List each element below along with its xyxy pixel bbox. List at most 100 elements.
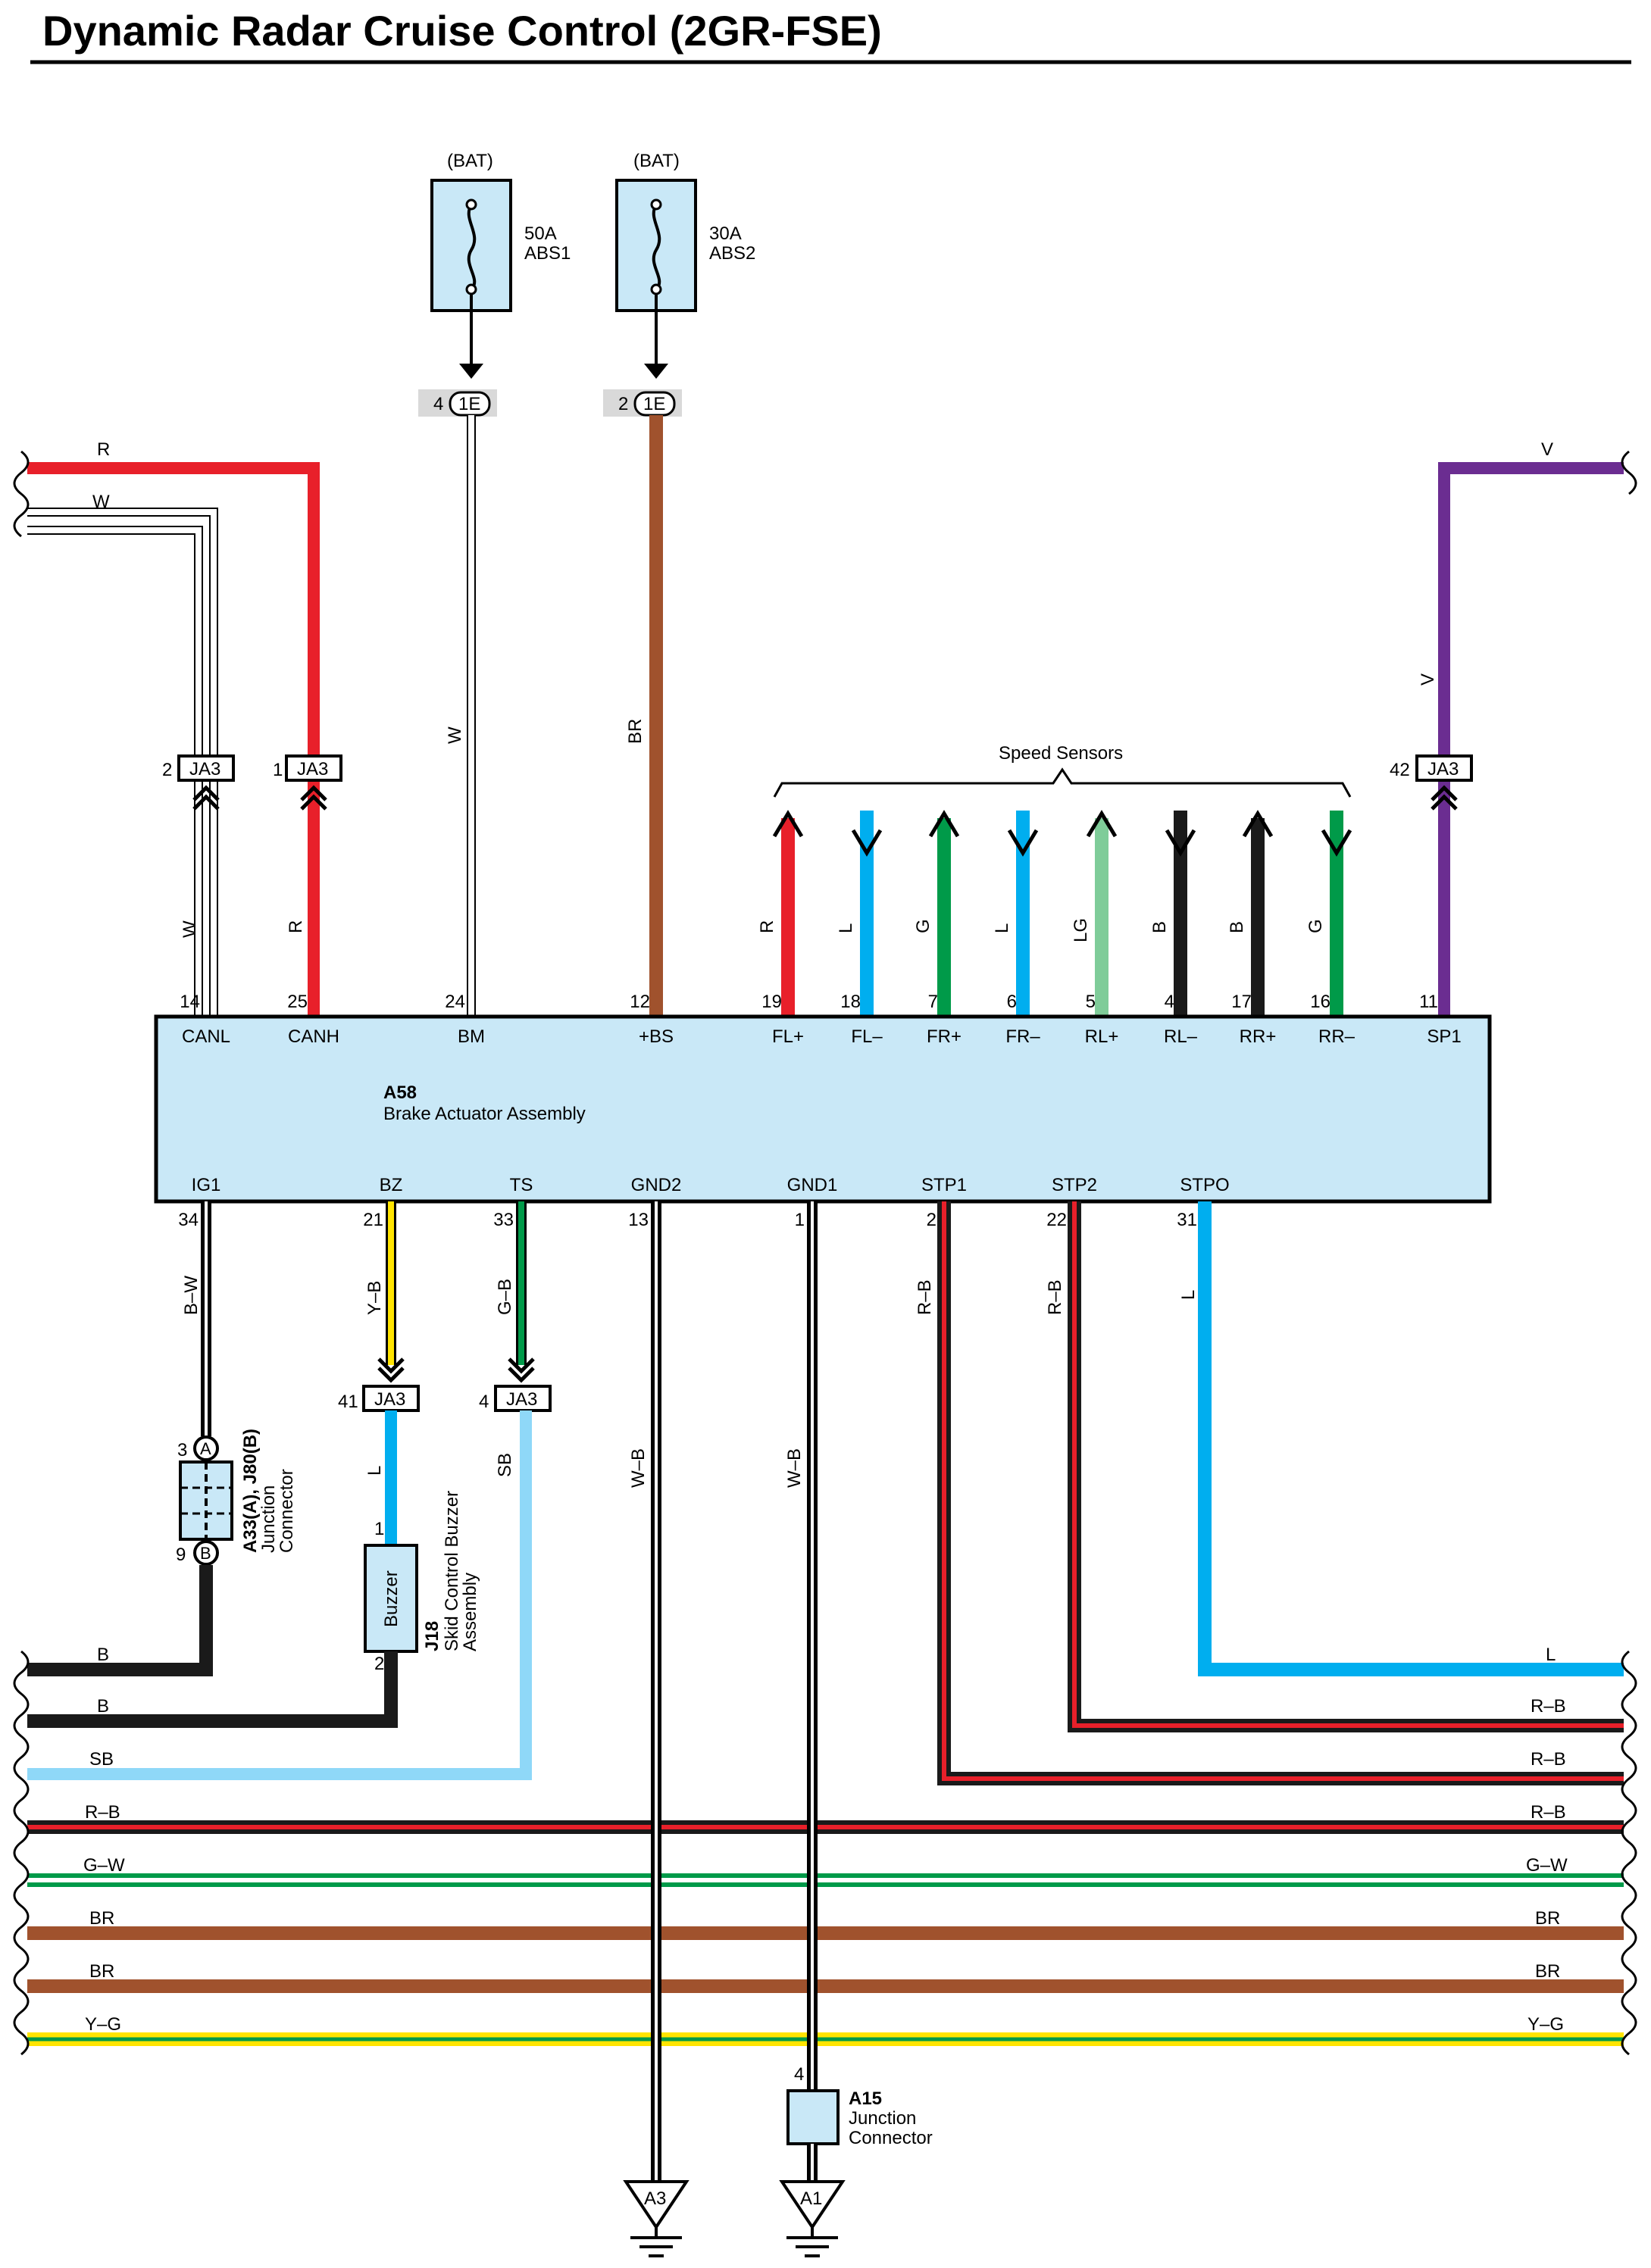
- ground-label: A1: [800, 2188, 822, 2209]
- wire-stp1: R–B: [915, 1201, 1624, 1785]
- arrow-up-icon: [928, 810, 960, 838]
- ecu-a58: A58 Brake Actuator Assembly 14CANL25CANH…: [154, 992, 1492, 1230]
- ecu-top-pins: 14CANL25CANH24BM12+BS19FL+18FL–7FR+6FR–5…: [180, 992, 1461, 1047]
- bus-label-left: BR: [89, 1961, 114, 1982]
- pin-number: 7: [928, 992, 938, 1012]
- pin-number: 16: [1310, 992, 1330, 1012]
- arrow-down-icon: [644, 364, 668, 379]
- ground-label: A3: [644, 2188, 666, 2209]
- ja3-pin: 41: [338, 1392, 358, 1412]
- wire-label: L: [364, 1466, 385, 1476]
- junction-id: A33(A), J80(B): [240, 1429, 261, 1553]
- right-top-wire: V V: [1418, 439, 1637, 1017]
- wire-break-mark: [1621, 450, 1637, 495]
- wire-ts: G–B 4 JA3 SB: [27, 1201, 552, 1780]
- pin-number: 4: [1165, 992, 1174, 1012]
- fuse-abs1: (BAT) 50A ABS1 4 1E W: [418, 151, 571, 1017]
- buzzer-name: Skid Control Buzzer: [442, 1491, 462, 1651]
- pin-number: 5: [1086, 992, 1096, 1012]
- pin-number: 33: [493, 1210, 514, 1230]
- junction-name: Junction: [258, 1485, 279, 1553]
- wire-label-canh: R: [286, 920, 306, 933]
- pin-name: IG1: [192, 1175, 221, 1195]
- wire-stpo: L: [1178, 1201, 1624, 1676]
- bracket: [773, 767, 1352, 798]
- buzzer-box: [364, 1544, 418, 1653]
- arrow-down-icon: [851, 829, 883, 857]
- pin-name: FL–: [851, 1026, 883, 1047]
- wire-label: G: [1305, 919, 1326, 933]
- pin-name: RL+: [1085, 1026, 1119, 1047]
- pin-number: 24: [445, 992, 465, 1012]
- pin-name: RR+: [1240, 1026, 1277, 1047]
- pin-label: 1: [374, 1519, 384, 1539]
- fuse-source: (BAT): [633, 151, 680, 171]
- wire-label-bm: W: [445, 726, 465, 744]
- bus-label-left: G–W: [83, 1855, 125, 1876]
- pin-name: GND1: [787, 1175, 838, 1195]
- pin-number: 34: [178, 1210, 199, 1230]
- ja3-pin: 2: [162, 760, 172, 780]
- wire-label: L: [836, 923, 856, 933]
- pin-label: 2: [374, 1654, 384, 1674]
- ja3-pin: 4: [479, 1392, 489, 1412]
- connector-chevron-icon: [192, 785, 220, 811]
- ja3-top-canl: 2 JA3: [162, 754, 235, 811]
- buzzer-label: Buzzer: [381, 1570, 402, 1627]
- ecu-id: A58: [383, 1082, 417, 1103]
- wire-label-bs: BR: [625, 719, 646, 744]
- wire-label-canl: W: [180, 920, 200, 938]
- wire-break-mark: [13, 450, 30, 538]
- wire-label: G–B: [495, 1279, 515, 1315]
- ground-a3: A3: [623, 2180, 689, 2257]
- pin-name: BZ: [380, 1175, 403, 1195]
- wire-break-mark: [13, 1650, 30, 2056]
- pin-number: 13: [628, 1210, 649, 1230]
- speed-sensors-label: Speed Sensors: [999, 743, 1123, 764]
- junction-a15: 4 A15 Junction Connector: [786, 2064, 933, 2182]
- arrow-up-icon: [772, 810, 804, 838]
- wire-label: B–W: [181, 1276, 202, 1315]
- pin-name: CANH: [288, 1026, 339, 1047]
- wire-label: R–B: [1045, 1279, 1065, 1315]
- connector-pin: 2: [618, 394, 628, 414]
- arrow-up-icon: [1086, 810, 1118, 838]
- connector-box: [285, 754, 342, 782]
- connector-chevron-icon: [377, 1357, 405, 1383]
- pin-number: 11: [1419, 992, 1438, 1012]
- ja3-label: JA3: [1427, 759, 1459, 779]
- pin-label: 3: [177, 1440, 187, 1460]
- ecu-box: [154, 1014, 1492, 1204]
- connector-box: [494, 1385, 552, 1412]
- fuse-icon: [467, 203, 477, 291]
- wire-label: R–B: [915, 1279, 935, 1315]
- junction-a33: 3 A B 9 A33(A), J80(B) Junction Connecto…: [27, 1429, 297, 1676]
- bus-label-right: R–B: [1531, 1696, 1566, 1717]
- fuse-amp: 30A: [709, 223, 742, 244]
- bus-label-right: R–B: [1531, 1749, 1566, 1770]
- bus-label-right: BR: [1535, 1908, 1560, 1929]
- connector-chevron-icon: [508, 1357, 535, 1383]
- speed-sensors: Speed Sensors R L G L LG B B G: [757, 743, 1352, 1017]
- bus-label-left: B: [97, 1645, 109, 1665]
- ground-connector-icon: [623, 2180, 689, 2230]
- junction-name: Connector: [849, 2128, 933, 2148]
- ja3-label: JA3: [506, 1389, 537, 1410]
- bus-label-right: L: [1546, 1645, 1556, 1665]
- bus-label-right: Y–G: [1527, 2014, 1564, 2035]
- wire-label: Y–B: [364, 1281, 385, 1315]
- pin-name: SP1: [1427, 1026, 1461, 1047]
- connector-id: 1E: [458, 394, 480, 414]
- ja3-label: JA3: [297, 759, 328, 779]
- pin-number: 12: [630, 992, 650, 1012]
- junction-id: A15: [849, 2088, 882, 2109]
- pin-name: TS: [510, 1175, 533, 1195]
- pin-letter: A: [200, 1439, 211, 1458]
- wire-label: W–B: [784, 1448, 805, 1488]
- bus-label-left: R–B: [85, 1802, 120, 1823]
- page-title: Dynamic Radar Cruise Control (2GR-FSE): [42, 7, 882, 55]
- fuse-name: ABS2: [709, 243, 755, 264]
- ecu-bottom-pins: IG134BZ21TS33GND213GND11STP12STP222STPO3…: [178, 1175, 1229, 1230]
- wire-label: L: [1178, 1290, 1199, 1300]
